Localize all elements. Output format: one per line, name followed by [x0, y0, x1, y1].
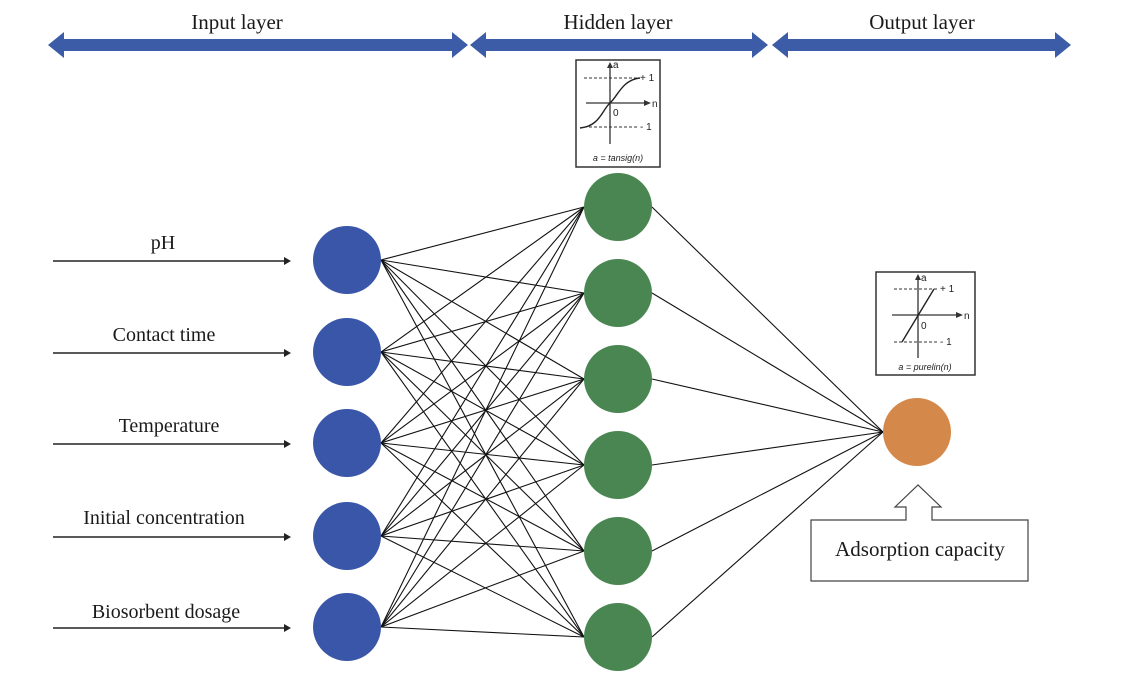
- input-hidden-connection: [380, 292, 585, 628]
- hidden-output-connection: [651, 378, 884, 433]
- hidden-output-connection: [651, 206, 884, 433]
- input-neuron: [313, 502, 381, 570]
- input-arrowhead-icon: [284, 624, 291, 632]
- tansig-axis-n: n: [652, 99, 658, 110]
- input-hidden-connection: [380, 464, 585, 628]
- input-hidden-connection: [380, 378, 585, 628]
- tansig-x-arrowhead: [644, 100, 651, 106]
- output-callout-shape: [810, 484, 1029, 582]
- input-arrowhead-icon: [284, 440, 291, 448]
- input-hidden-connection: [380, 259, 585, 466]
- tansig-origin: 0: [613, 108, 619, 119]
- input-hidden-connection: [380, 550, 585, 628]
- input-neuron: [313, 318, 381, 386]
- purelin-upper: + 1: [940, 284, 955, 295]
- input-hidden-connection: [380, 535, 585, 638]
- output-neuron: [883, 398, 951, 466]
- purelin-axis-a: a: [921, 273, 927, 284]
- input-hidden-connection: [380, 206, 585, 628]
- purelin-equation: a = purelin(n): [898, 362, 951, 372]
- hidden-output-connection: [651, 431, 884, 552]
- connections: [380, 206, 884, 638]
- tansig-lower: - 1: [640, 122, 652, 133]
- layer-headers: Input layer Hidden layer Output layer: [48, 10, 1071, 58]
- hidden-neuron: [584, 259, 652, 327]
- input-variables: pH Contact time Temperature Initial conc…: [53, 232, 291, 632]
- input-hidden-connection: [380, 292, 585, 444]
- input-hidden-connection: [380, 535, 585, 552]
- input-hidden-connection: [380, 206, 585, 537]
- input-layer-title: Input layer: [191, 10, 283, 34]
- input-hidden-connection: [380, 442, 585, 466]
- input-hidden-connection: [380, 259, 585, 552]
- purelin-line: [901, 288, 935, 343]
- tansig-axis-a: a: [613, 60, 619, 71]
- input-label-temperature: Temperature: [119, 415, 220, 437]
- input-hidden-connection: [380, 351, 585, 638]
- hidden-neuron: [584, 431, 652, 499]
- hidden-output-connection: [651, 431, 884, 638]
- output-layer-span-arrow: [772, 32, 1071, 58]
- input-hidden-connection: [380, 378, 585, 444]
- hidden-neuron: [584, 517, 652, 585]
- input-label-initial-concentration: Initial concentration: [83, 507, 245, 529]
- purelin-axis-n: n: [964, 311, 970, 322]
- input-arrowhead-icon: [284, 533, 291, 541]
- tansig-y-arrowhead: [607, 62, 613, 68]
- input-hidden-connection: [380, 351, 585, 552]
- hidden-neuron: [584, 173, 652, 241]
- purelin-x-arrowhead: [956, 312, 963, 318]
- input-hidden-connection: [380, 442, 585, 638]
- neurons: [313, 173, 951, 671]
- purelin-lower: - 1: [940, 337, 952, 348]
- hidden-output-connection: [651, 292, 884, 433]
- input-neuron: [313, 226, 381, 294]
- input-label-ph: pH: [151, 232, 175, 254]
- output-label: Adsorption capacity: [835, 537, 1005, 561]
- input-hidden-connection: [380, 464, 585, 537]
- hidden-neuron: [584, 603, 652, 671]
- tansig-curve: [579, 77, 641, 129]
- input-hidden-connection: [380, 206, 585, 353]
- input-hidden-connection: [380, 259, 585, 294]
- purelin-origin: 0: [921, 321, 927, 332]
- hidden-layer-span-arrow: [470, 32, 768, 58]
- tansig-upper: + 1: [640, 73, 655, 84]
- input-hidden-connection: [380, 259, 585, 638]
- hidden-layer-title: Hidden layer: [563, 10, 672, 34]
- input-hidden-connection: [380, 206, 585, 261]
- tansig-transfer-function-box: a n 0 + 1 - 1 a = tansig(n): [575, 59, 661, 168]
- purelin-y-arrowhead: [915, 274, 921, 280]
- input-hidden-connection: [380, 292, 585, 537]
- input-hidden-connection: [380, 259, 585, 380]
- input-hidden-connection: [380, 292, 585, 353]
- input-hidden-connection: [380, 351, 585, 380]
- hidden-neuron: [584, 345, 652, 413]
- hidden-output-connection: [651, 431, 884, 466]
- input-hidden-connection: [380, 442, 585, 552]
- output-callout: Adsorption capacity: [810, 484, 1029, 582]
- tansig-equation: a = tansig(n): [593, 153, 643, 163]
- input-label-biosorbent-dosage: Biosorbent dosage: [92, 601, 240, 623]
- input-hidden-connection: [380, 351, 585, 466]
- purelin-transfer-function-box: a n 0 + 1 - 1 a = purelin(n): [875, 271, 976, 376]
- input-neuron: [313, 593, 381, 661]
- input-arrowhead-icon: [284, 257, 291, 265]
- input-hidden-connection: [380, 626, 585, 638]
- input-hidden-connection: [380, 206, 585, 444]
- input-arrowhead-icon: [284, 349, 291, 357]
- input-hidden-connection: [380, 378, 585, 537]
- input-layer-span-arrow: [48, 32, 468, 58]
- output-layer-title: Output layer: [869, 10, 975, 34]
- input-neuron: [313, 409, 381, 477]
- input-label-contact-time: Contact time: [113, 324, 216, 346]
